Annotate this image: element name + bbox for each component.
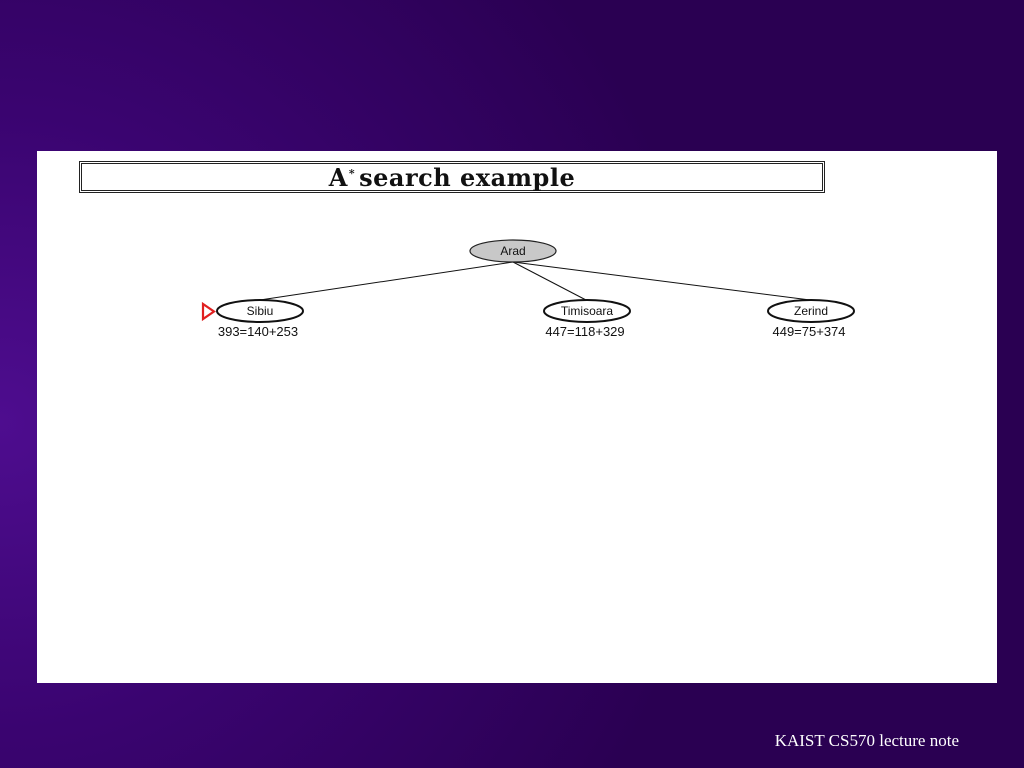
node-label: Timisoara [561, 304, 614, 318]
node-label: Arad [500, 244, 525, 258]
search-tree-diagram: Arad Sibiu 393=140+253 Timisoara 447=118… [201, 239, 855, 339]
tree-node-zerind: Zerind 449=75+374 [767, 299, 855, 339]
node-ellipse [767, 299, 855, 323]
slide-title: A*search example [329, 163, 575, 192]
node-ellipse [543, 299, 631, 323]
node-label: Zerind [794, 304, 828, 318]
slide-title-box: A*search example [79, 161, 825, 193]
title-letter: A [328, 162, 348, 192]
selection-marker-icon [201, 301, 216, 322]
slide-content-panel: A*search example Arad Sibiu 393=140+253 … [37, 151, 997, 683]
tree-node-sibiu: Sibiu 393=140+253 [216, 299, 304, 339]
tree-node-timisoara: Timisoara 447=118+329 [543, 299, 631, 339]
tree-node-arad: Arad [469, 239, 557, 263]
node-ellipse [216, 299, 304, 323]
edge-arad-sibiu [259, 261, 514, 301]
node-ellipse [469, 239, 557, 263]
title-superscript: * [348, 166, 356, 180]
title-rest: search example [359, 162, 576, 192]
node-f-value: 393=140+253 [218, 324, 298, 339]
edge-arad-zerind [512, 261, 811, 301]
node-f-value: 447=118+329 [545, 324, 624, 339]
footer-credit: KAIST CS570 lecture note [774, 731, 959, 750]
edge-arad-timisoara [512, 261, 587, 301]
node-label: Sibiu [247, 304, 274, 318]
node-f-value: 449=75+374 [772, 324, 845, 339]
